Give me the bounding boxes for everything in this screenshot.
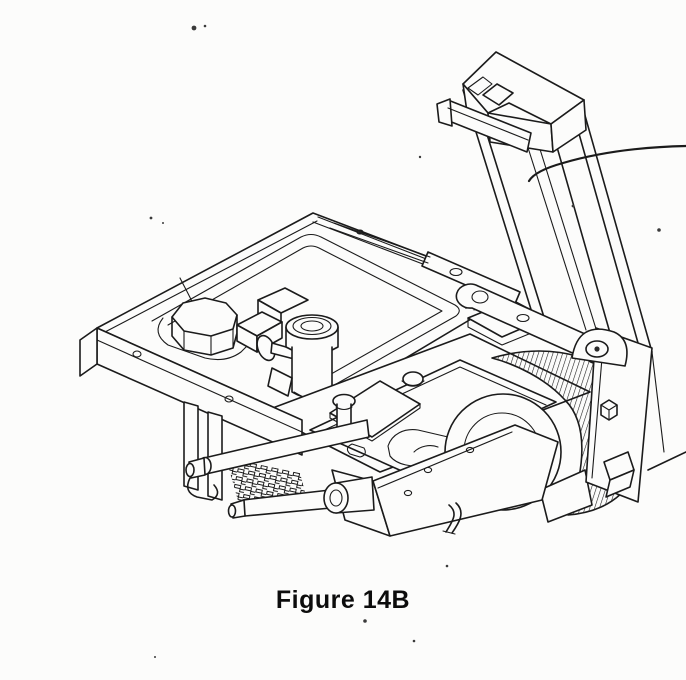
figure-caption: Figure 14B bbox=[275, 586, 411, 614]
guide-rods bbox=[185, 419, 375, 519]
scan-specks bbox=[149, 24, 661, 658]
leader-line bbox=[527, 144, 686, 183]
tower-column bbox=[436, 51, 653, 353]
support-legs bbox=[183, 401, 223, 501]
platform-front bbox=[79, 327, 303, 456]
